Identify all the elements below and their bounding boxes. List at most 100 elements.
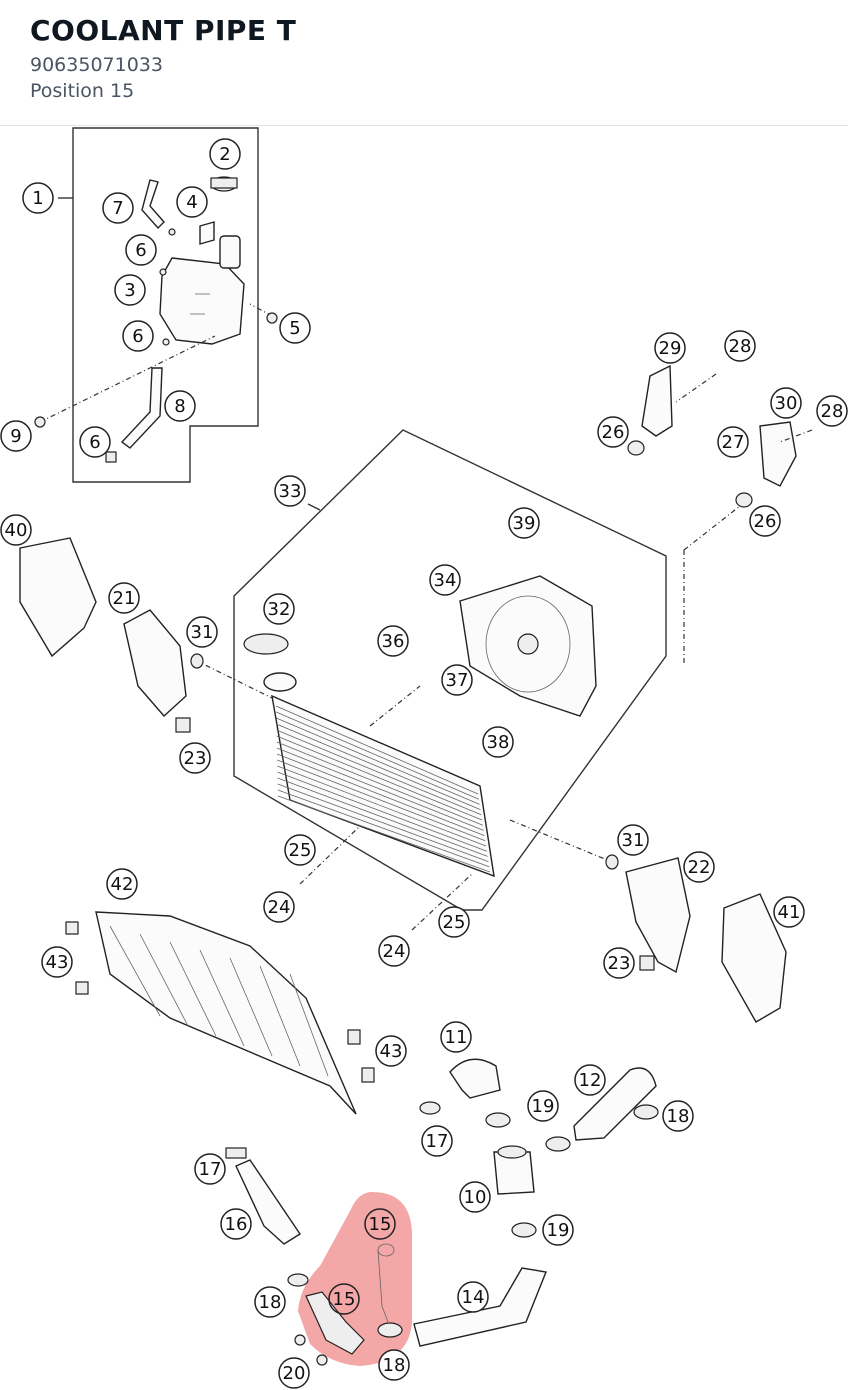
callout-26[interactable]: 26 bbox=[597, 416, 629, 448]
callout-3[interactable]: 3 bbox=[114, 274, 146, 306]
callout-circle bbox=[0, 514, 32, 546]
callout-circle bbox=[816, 395, 848, 427]
callout-25[interactable]: 25 bbox=[284, 834, 316, 866]
callout-label: 12 bbox=[579, 1070, 602, 1091]
callout-20[interactable]: 20 bbox=[278, 1357, 310, 1389]
callout-label: 24 bbox=[268, 897, 291, 918]
callout-label: 6 bbox=[132, 326, 143, 347]
callout-label: 39 bbox=[513, 513, 536, 534]
callout-23[interactable]: 23 bbox=[603, 947, 635, 979]
callout-label: 8 bbox=[174, 396, 185, 417]
callout-28[interactable]: 28 bbox=[724, 330, 756, 362]
callout-11[interactable]: 11 bbox=[440, 1021, 472, 1053]
callout-circle bbox=[717, 426, 749, 458]
callout-label: 28 bbox=[821, 401, 844, 422]
callout-29[interactable]: 29 bbox=[654, 332, 686, 364]
callout-circle bbox=[459, 1181, 491, 1213]
callout-4[interactable]: 4 bbox=[176, 186, 208, 218]
callout-circle bbox=[0, 420, 32, 452]
callout-5[interactable]: 5 bbox=[279, 312, 311, 344]
callout-circle bbox=[421, 1125, 453, 1157]
callout-label: 3 bbox=[124, 280, 135, 301]
callout-circle bbox=[508, 507, 540, 539]
callout-9[interactable]: 9 bbox=[0, 420, 32, 452]
callout-circle bbox=[654, 332, 686, 364]
callout-label: 34 bbox=[434, 570, 457, 591]
callout-circle bbox=[773, 896, 805, 928]
callout-6[interactable]: 6 bbox=[79, 426, 111, 458]
callout-15[interactable]: 15 bbox=[364, 1208, 396, 1240]
callout-37[interactable]: 37 bbox=[441, 664, 473, 696]
callout-label: 33 bbox=[279, 481, 302, 502]
callout-label: 17 bbox=[426, 1131, 449, 1152]
callout-17[interactable]: 17 bbox=[421, 1125, 453, 1157]
callout-label: 1 bbox=[32, 188, 43, 209]
callout-28[interactable]: 28 bbox=[816, 395, 848, 427]
callout-1[interactable]: 1 bbox=[22, 182, 54, 214]
exploded-parts-diagram[interactable]: 1234566678910111214151516171718181819192… bbox=[0, 126, 848, 1390]
callout-label: 2 bbox=[219, 144, 230, 165]
callout-label: 19 bbox=[547, 1220, 570, 1241]
callout-23[interactable]: 23 bbox=[179, 742, 211, 774]
callout-circle bbox=[79, 426, 111, 458]
callout-42[interactable]: 42 bbox=[106, 868, 138, 900]
callout-31[interactable]: 31 bbox=[617, 824, 649, 856]
callout-24[interactable]: 24 bbox=[378, 935, 410, 967]
callout-10[interactable]: 10 bbox=[459, 1181, 491, 1213]
callout-19[interactable]: 19 bbox=[542, 1214, 574, 1246]
callout-circle bbox=[429, 564, 461, 596]
callout-label: 31 bbox=[191, 622, 214, 643]
callout-16[interactable]: 16 bbox=[220, 1208, 252, 1240]
callout-label: 26 bbox=[602, 422, 625, 443]
callout-12[interactable]: 12 bbox=[574, 1064, 606, 1096]
callout-18[interactable]: 18 bbox=[254, 1286, 286, 1318]
callout-label: 27 bbox=[722, 432, 745, 453]
callout-19[interactable]: 19 bbox=[527, 1090, 559, 1122]
callout-17[interactable]: 17 bbox=[194, 1153, 226, 1185]
callout-6[interactable]: 6 bbox=[122, 320, 154, 352]
callout-15[interactable]: 15 bbox=[328, 1283, 360, 1315]
callout-33[interactable]: 33 bbox=[274, 475, 306, 507]
callout-27[interactable]: 27 bbox=[717, 426, 749, 458]
callout-circle bbox=[279, 312, 311, 344]
callout-circle bbox=[22, 182, 54, 214]
callout-7[interactable]: 7 bbox=[102, 192, 134, 224]
callout-14[interactable]: 14 bbox=[457, 1281, 489, 1313]
callout-circle bbox=[683, 851, 715, 883]
callout-label: 15 bbox=[369, 1214, 392, 1235]
callout-43[interactable]: 43 bbox=[375, 1035, 407, 1067]
callout-label: 25 bbox=[289, 840, 312, 861]
callout-26[interactable]: 26 bbox=[749, 505, 781, 537]
callout-label: 19 bbox=[532, 1096, 555, 1117]
callout-39[interactable]: 39 bbox=[508, 507, 540, 539]
callout-circle bbox=[527, 1090, 559, 1122]
callout-label: 29 bbox=[659, 338, 682, 359]
callout-6[interactable]: 6 bbox=[125, 234, 157, 266]
callout-21[interactable]: 21 bbox=[108, 582, 140, 614]
callout-label: 40 bbox=[5, 520, 28, 541]
callout-18[interactable]: 18 bbox=[662, 1100, 694, 1132]
callout-label: 30 bbox=[775, 393, 798, 414]
callout-24[interactable]: 24 bbox=[263, 891, 295, 923]
callout-43[interactable]: 43 bbox=[41, 946, 73, 978]
radiator-group bbox=[194, 429, 667, 931]
callout-25[interactable]: 25 bbox=[438, 906, 470, 938]
callout-circle bbox=[749, 505, 781, 537]
callout-32[interactable]: 32 bbox=[263, 593, 295, 625]
callout-label: 28 bbox=[729, 336, 752, 357]
callout-label: 6 bbox=[135, 240, 146, 261]
callout-41[interactable]: 41 bbox=[773, 896, 805, 928]
callout-8[interactable]: 8 bbox=[164, 390, 196, 422]
callout-circle bbox=[254, 1286, 286, 1318]
callout-40[interactable]: 40 bbox=[0, 514, 32, 546]
callout-22[interactable]: 22 bbox=[683, 851, 715, 883]
callout-38[interactable]: 38 bbox=[482, 726, 514, 758]
callout-31[interactable]: 31 bbox=[186, 616, 218, 648]
callout-18[interactable]: 18 bbox=[378, 1349, 410, 1381]
expansion-tank-group bbox=[34, 127, 278, 483]
callout-34[interactable]: 34 bbox=[429, 564, 461, 596]
callout-2[interactable]: 2 bbox=[209, 138, 241, 170]
callout-label: 14 bbox=[462, 1287, 485, 1308]
callout-30[interactable]: 30 bbox=[770, 387, 802, 419]
callout-36[interactable]: 36 bbox=[377, 625, 409, 657]
